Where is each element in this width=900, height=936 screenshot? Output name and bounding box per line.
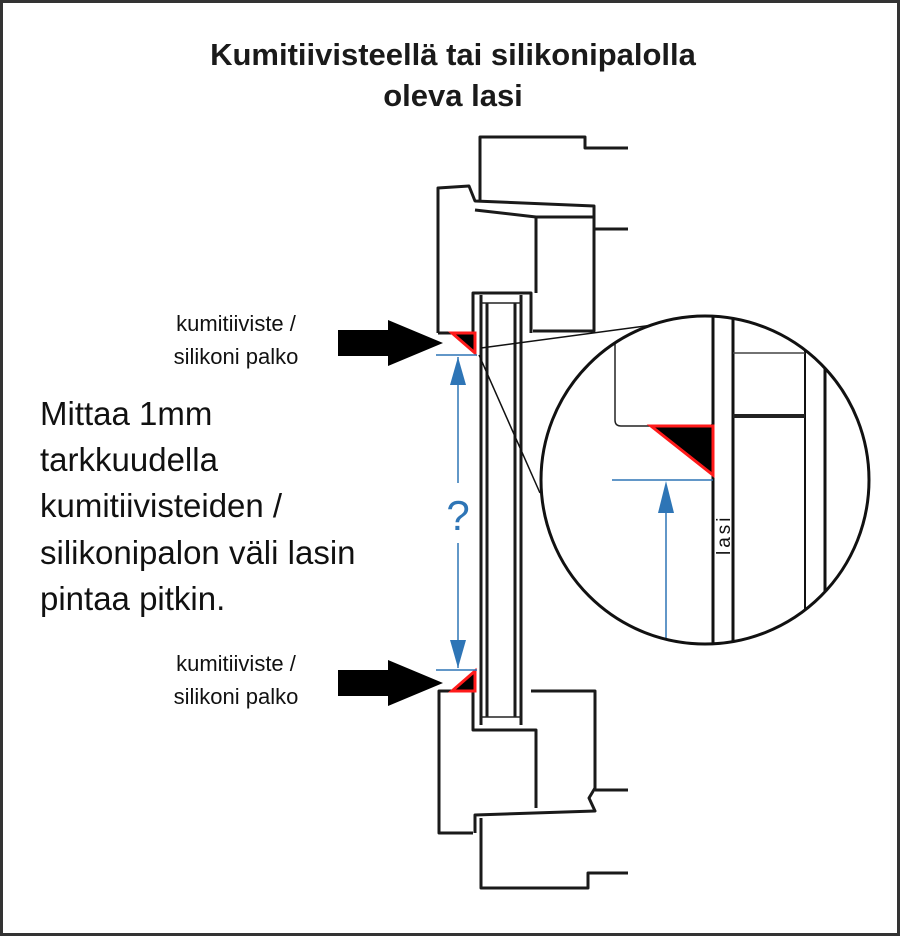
top-pointer-arrow-icon <box>338 320 443 366</box>
top-seal-label-2: silikoni palko <box>174 344 299 369</box>
glass-label: lasi <box>714 514 735 555</box>
bottom-seal-label-2: silikoni palko <box>174 684 299 709</box>
top-frame-profile <box>436 135 628 335</box>
top-seal-marker <box>447 331 477 357</box>
instruction-line-3: kumitiivisteiden / <box>40 487 283 524</box>
bottom-pointer-arrow-icon <box>338 660 443 706</box>
unknown-distance-question-mark: ? <box>446 492 469 539</box>
bottom-seal-label-1: kumitiiviste / <box>176 651 297 676</box>
title-line-2: oleva lasi <box>383 78 523 113</box>
instruction-line-5: pintaa pitkin. <box>40 580 225 617</box>
window-cross-section-diagram: Kumitiivisteellä tai silikonipalolla ole… <box>40 37 871 890</box>
magnified-detail: lasi <box>478 314 871 646</box>
glass-unit <box>479 295 523 725</box>
bottom-seal-marker <box>447 667 477 693</box>
instruction-line-2: tarkkuudella <box>40 441 219 478</box>
top-seal-label-1: kumitiiviste / <box>176 311 297 336</box>
bottom-frame-profile <box>437 689 628 890</box>
instruction-line-4: silikonipalon väli lasin <box>40 534 356 571</box>
dimension-arrow <box>436 354 477 671</box>
instruction-line-1: Mittaa 1mm <box>40 395 212 432</box>
title-line-1: Kumitiivisteellä tai silikonipalolla <box>210 37 697 72</box>
